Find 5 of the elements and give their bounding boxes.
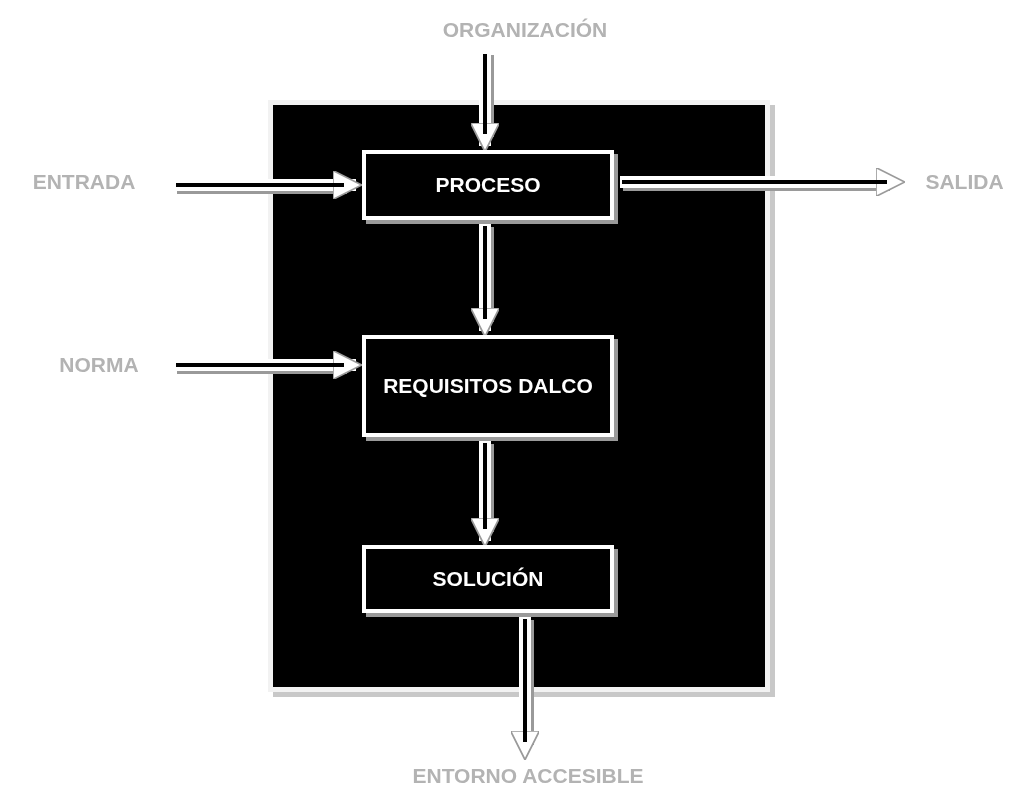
flow-label: ENTRADA bbox=[0, 164, 168, 200]
flow-label: ENTORNO ACCESIBLE bbox=[378, 758, 678, 794]
flow-label: ORGANIZACIÓN bbox=[405, 12, 645, 48]
flow-label: NORMA bbox=[30, 347, 168, 383]
flow-label: SALIDA bbox=[905, 164, 1024, 200]
